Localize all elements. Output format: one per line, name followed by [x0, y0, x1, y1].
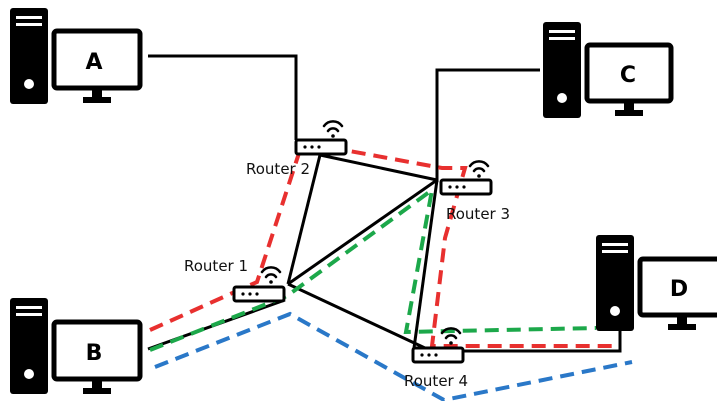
router-3-label: Router 3: [446, 205, 510, 223]
tower-icon: [10, 298, 48, 394]
wifi-icon: [468, 160, 490, 178]
link-c-router3: [435, 68, 540, 182]
router-2-label: Router 2: [246, 160, 310, 178]
link-a-router2: [148, 54, 298, 140]
tower-icon: [543, 22, 581, 118]
router-3: Router 3: [439, 160, 510, 223]
link-router3-router4: [412, 179, 439, 349]
link-router2-router1: [286, 154, 322, 285]
router-4-label: Router 4: [404, 372, 468, 390]
router-4: Router 4: [404, 327, 468, 390]
wifi-icon: [260, 266, 282, 284]
link-router1-router3: [287, 178, 438, 286]
blue-path: [154, 311, 633, 401]
computer-c-label: C: [620, 63, 636, 88]
router-1-label: Router 1: [184, 257, 248, 275]
computer-a-label: A: [85, 50, 102, 75]
router-icon: [439, 178, 493, 196]
computer-b: B: [10, 298, 143, 394]
computer-a: A: [10, 8, 143, 104]
router-icon: [232, 285, 286, 303]
router-2: Router 2: [246, 120, 348, 178]
computer-d-label: D: [670, 277, 688, 302]
tower-icon: [596, 235, 634, 331]
wifi-icon: [440, 327, 462, 345]
physical-links: [147, 54, 622, 353]
wifi-icon: [322, 120, 344, 138]
link-router1-router4: [287, 282, 426, 350]
red-path: [149, 148, 612, 348]
router-icon: [294, 138, 348, 156]
computer-d: D: [596, 235, 717, 331]
tower-icon: [10, 8, 48, 104]
link-router4-d: [462, 330, 622, 353]
router-icon: [411, 346, 465, 364]
link-router2-router3: [319, 153, 438, 182]
router-1: Router 1: [184, 257, 286, 303]
green-path: [149, 185, 597, 352]
computer-c: C: [543, 22, 674, 118]
computer-b-label: B: [86, 341, 103, 366]
